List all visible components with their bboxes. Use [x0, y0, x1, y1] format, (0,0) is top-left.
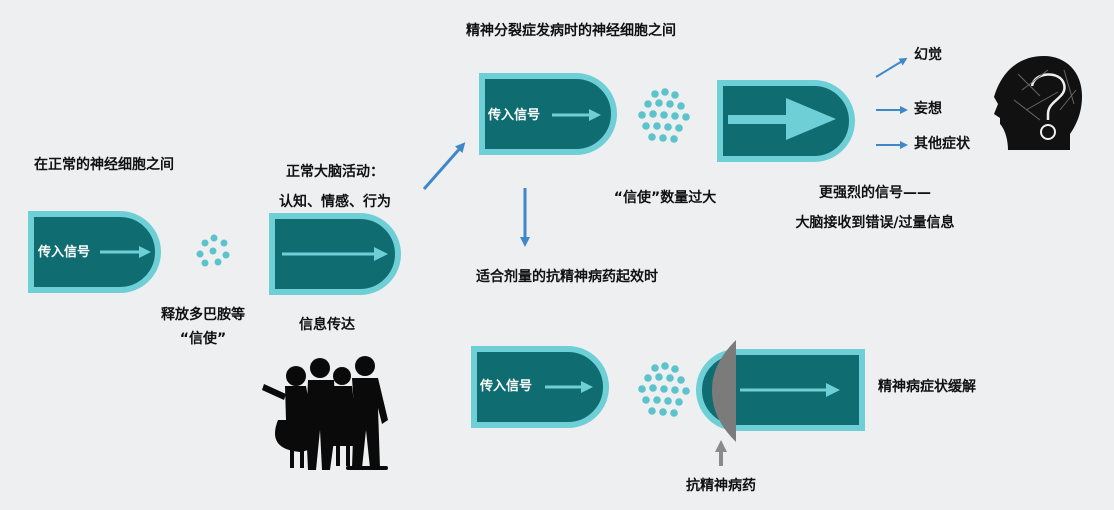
treatment-title: 适合剂量的抗精神病药起效时: [476, 269, 658, 285]
treatment-messenger-dots: [638, 362, 690, 417]
normal-release-label: 释放多巴胺等 “信使”: [148, 303, 258, 351]
normal-title: 在正常的神经细胞之间: [34, 157, 174, 173]
arrow-to-schizophrenia: [422, 142, 466, 190]
schizo-excess-label: “信使”数量过大: [613, 190, 717, 206]
strong-line2: 大脑接收到错误/过量信息: [795, 215, 955, 231]
symptom-other: 其他症状: [914, 136, 970, 152]
normal-transmission-label: 信息传达: [299, 317, 355, 333]
brain-activity-line1: 正常大脑活动：: [286, 164, 384, 180]
arrow-to-hallucination: [875, 57, 908, 78]
brain-activity-line2: 认知、情感、行为: [279, 194, 391, 210]
drug-blocker-shape: [712, 340, 736, 442]
treatment-sending-neuron: 传入信号: [471, 346, 609, 428]
symptom-hallucination: 幻觉: [914, 47, 942, 63]
schizo-sending-neuron: 传入信号: [479, 73, 617, 155]
treatment-relief-label: 精神病症状缓解: [878, 379, 976, 395]
drug-label: 抗精神病药: [686, 478, 756, 494]
schizo-strong-signal: 更强烈的信号—— 大脑接收到错误/过量信息: [765, 178, 985, 238]
normal-receiving-neuron: [269, 213, 401, 295]
strong-line1: 更强烈的信号——: [819, 185, 931, 201]
symptom-delusion: 妄想: [914, 101, 942, 117]
normal-signal-label: 传入信号: [37, 244, 90, 260]
treatment-signal-label: 传入信号: [479, 378, 532, 394]
head-silhouette-icon: [994, 56, 1082, 150]
schizo-signal-label: 传入信号: [487, 107, 540, 123]
crowd-silhouette-icon: [262, 356, 388, 470]
schizophrenia-title: 精神分裂症发病时的神经细胞之间: [466, 23, 676, 39]
normal-brain-activity: 正常大脑活动： 认知、情感、行为: [268, 157, 402, 217]
schizo-messenger-dots: [638, 88, 690, 143]
normal-sending-neuron: 传入信号: [28, 211, 161, 293]
release-line2: “信使”: [179, 331, 227, 347]
release-line1: 释放多巴胺等: [161, 307, 245, 323]
normal-messenger-dots: [196, 234, 230, 267]
schizo-receiving-neuron: [717, 80, 855, 162]
